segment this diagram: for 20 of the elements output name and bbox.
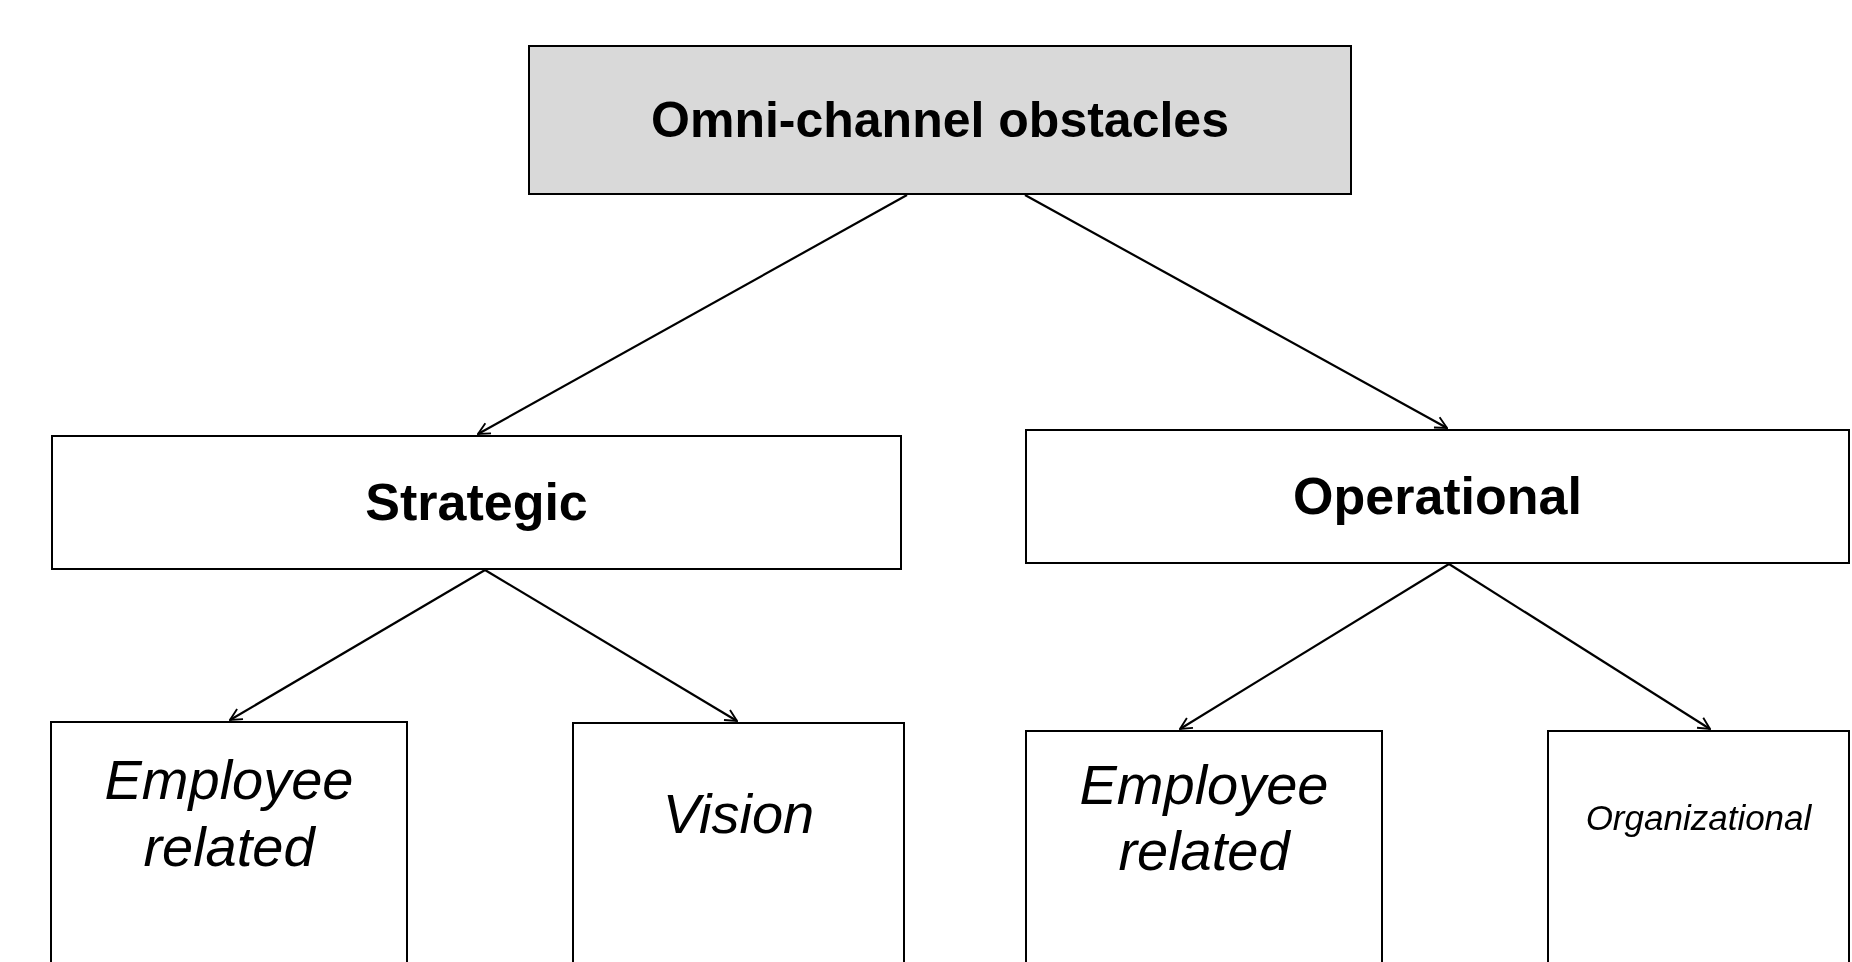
arrow [484,569,738,722]
box-label: Strategic [365,471,588,533]
box-label: Organizational [1585,797,1812,839]
subcategory-box [1547,730,1850,962]
category-box [1025,429,1850,564]
category-box [51,435,902,570]
arrow [229,569,486,721]
arrow [1024,194,1448,429]
box-label: Omni-channel obstacles [651,90,1229,150]
arrow [1448,563,1711,730]
box-label: Employee related [1078,751,1330,884]
arrow [477,194,908,435]
box-label: Employee related [103,747,355,880]
box-label: Vision [662,780,815,847]
title-box [528,45,1352,195]
subcategory-box [50,721,408,962]
subcategory-box [572,722,905,962]
arrow [1179,563,1450,730]
box-label: Operational [1293,465,1582,527]
subcategory-box [1025,730,1383,962]
